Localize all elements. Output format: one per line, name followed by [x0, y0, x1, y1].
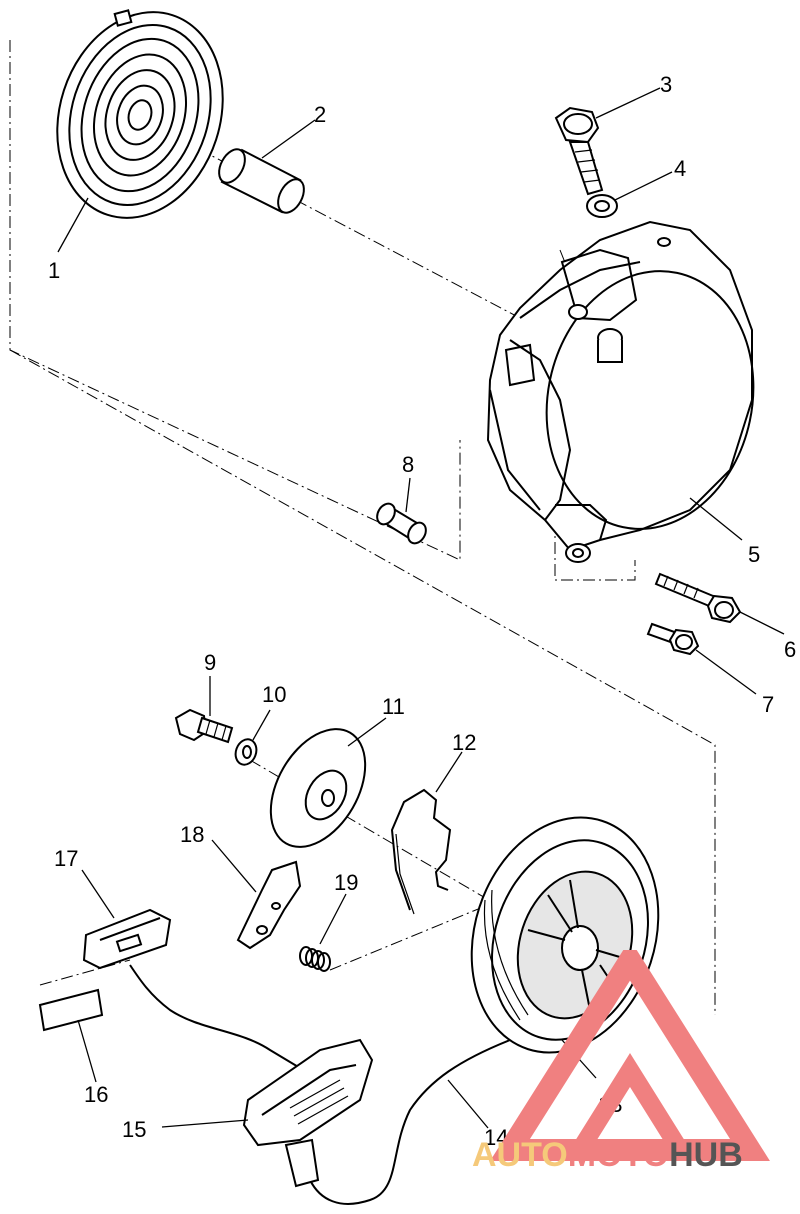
callout-3: 3	[660, 72, 672, 97]
callout-labels: 1 2 3 4 5 6 7 8 9 10 11 12 13 14 15 16 1…	[48, 72, 796, 1150]
callout-16: 16	[84, 1082, 108, 1107]
callout-18: 18	[180, 822, 204, 847]
rope-guide	[82, 908, 172, 970]
automotohub-watermark: AUTOMOTOHUB	[472, 950, 770, 1174]
callout-6: 6	[784, 637, 796, 662]
triangle-logo-icon	[490, 950, 770, 1161]
housing-bolt	[554, 106, 604, 196]
callout-11: 11	[382, 694, 405, 719]
friction-spring	[390, 788, 452, 915]
callout-9: 9	[204, 650, 216, 675]
center-bolt	[174, 708, 234, 744]
washer-top	[586, 194, 618, 218]
friction-plate	[269, 728, 367, 848]
callout-2: 2	[314, 102, 326, 127]
callout-10: 10	[262, 682, 286, 707]
handle-insert	[38, 988, 104, 1032]
watermark-moto: MOTO	[568, 1136, 669, 1174]
starter-housing	[486, 220, 755, 563]
callout-5: 5	[748, 542, 760, 567]
starter-rope	[129, 964, 511, 1205]
callout-17: 17	[54, 846, 78, 871]
long-bolt	[654, 572, 742, 624]
pawl-spring	[299, 946, 331, 972]
recoil-spring	[56, 9, 224, 219]
watermark-hub: HUB	[669, 1136, 743, 1174]
callout-8: 8	[402, 452, 414, 477]
callout-15: 15	[122, 1117, 146, 1142]
callout-12: 12	[452, 730, 476, 755]
callout-4: 4	[674, 156, 686, 181]
callout-1: 1	[48, 258, 60, 283]
washer-center	[234, 738, 258, 766]
watermark-text: AUTOMOTOHUB	[472, 1136, 743, 1174]
ratchet-pawl	[236, 860, 302, 950]
rope-handle	[242, 1038, 374, 1188]
callout-19: 19	[334, 870, 358, 895]
watermark-auto: AUTO	[472, 1136, 568, 1174]
leader-lines	[57, 87, 785, 1129]
short-bolt	[646, 622, 700, 656]
bushing-small	[376, 502, 427, 545]
callout-7: 7	[762, 692, 774, 717]
bushing-large	[218, 148, 305, 214]
